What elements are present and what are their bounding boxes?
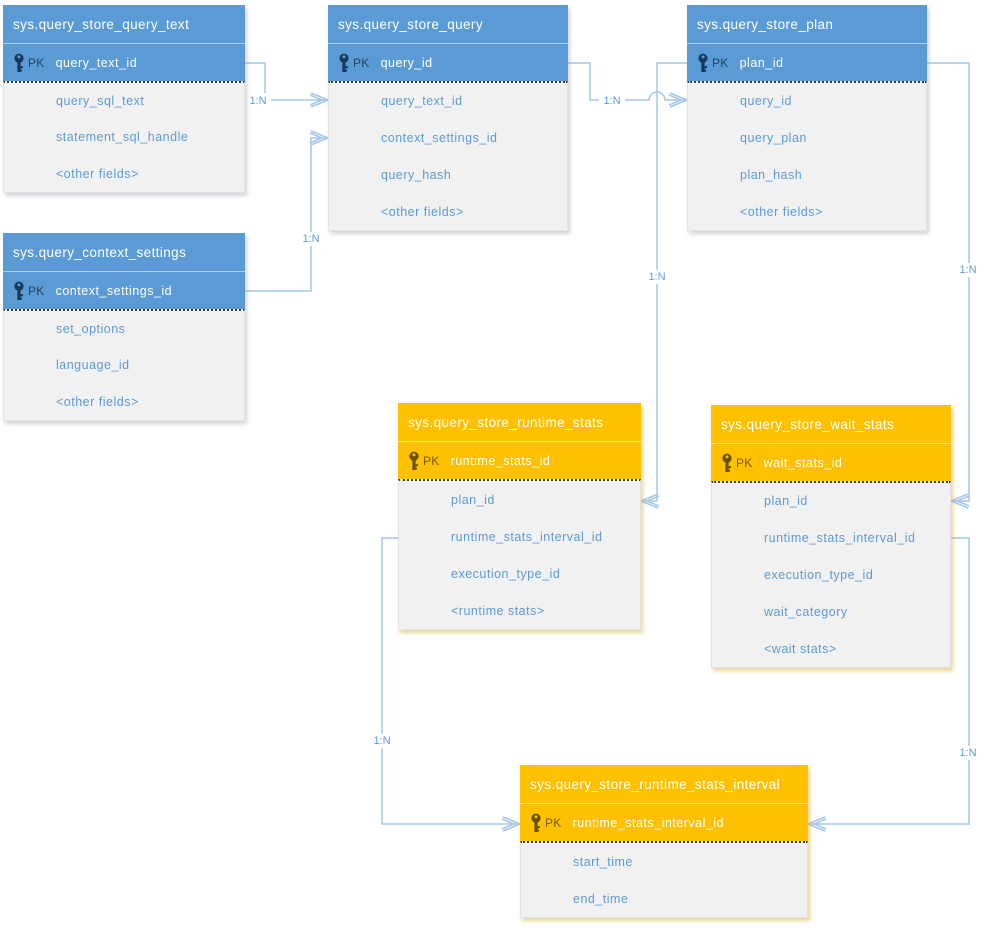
table-title: sys.query_store_runtime_stats (398, 403, 641, 442)
field-row: plan_id (764, 494, 808, 509)
key-icon (409, 451, 419, 470)
table-fields: start_time end_time (520, 841, 808, 918)
field-row: context_settings_id (381, 131, 498, 146)
relationship-cardinality-label: 1:N (648, 271, 665, 283)
pk-field-name: plan_id (739, 55, 784, 70)
arrowhead-icon (949, 493, 970, 509)
pk-row: PK context_settings_id (3, 272, 245, 309)
table-title: sys.query_store_query_text (3, 5, 245, 44)
key-icon (698, 53, 708, 72)
pk-badge: PK (423, 453, 440, 468)
field-row: query_hash (381, 167, 452, 182)
pk-field-name: query_id (380, 55, 433, 70)
pk-badge: PK (28, 55, 45, 70)
key-icon (14, 53, 24, 72)
cardinality-label-bg (298, 232, 324, 246)
pk-badge: PK (353, 55, 370, 70)
relationship-cardinality-label: 1:N (249, 95, 266, 107)
table-title: sys.query_context_settings (3, 233, 245, 272)
pk-row: PK runtime_stats_interval_id (520, 804, 808, 841)
entity-table-query-store-runtime-stats-interval[interactable]: sys.query_store_runtime_stats_interval P… (520, 765, 808, 918)
arrowhead-icon (806, 816, 827, 832)
cardinality-label-bg (955, 263, 981, 277)
pk-field-name: runtime_stats_id (450, 453, 551, 468)
field-row: <other fields> (56, 394, 139, 409)
pk-field-name: runtime_stats_interval_id (572, 815, 725, 830)
table-fields: query_text_id context_settings_id query_… (328, 81, 568, 231)
pk-row: PK runtime_stats_id (398, 442, 641, 479)
pk-row: PK wait_stats_id (711, 444, 951, 481)
field-row: execution_type_id (451, 566, 561, 581)
field-row: <other fields> (740, 204, 823, 219)
pk-badge: PK (545, 815, 562, 830)
connector-query-to-plan[interactable] (568, 62, 687, 101)
field-row: plan_id (451, 492, 495, 507)
key-icon (722, 453, 732, 472)
pk-row: PK plan_id (687, 44, 927, 81)
table-fields: query_id query_plan plan_hash <other fie… (687, 81, 927, 231)
cardinality-label-bg (245, 93, 271, 107)
table-title: sys.query_store_wait_stats (711, 405, 951, 444)
field-row: end_time (573, 891, 629, 906)
connector-context-settings-to-query[interactable] (245, 137, 328, 292)
entity-table-query-context-settings[interactable]: sys.query_context_settings PK context_se… (3, 233, 245, 421)
field-row: statement_sql_handle (56, 130, 189, 145)
pk-row: PK query_id (328, 44, 568, 81)
relationship-cardinality-label: 1:N (603, 95, 620, 107)
field-row: runtime_stats_interval_id (451, 529, 603, 544)
connector-plan-to-wait-stats[interactable] (927, 62, 970, 502)
field-row: <other fields> (381, 204, 464, 219)
pk-row: PK query_text_id (3, 44, 245, 81)
table-fields: plan_id runtime_stats_interval_id execut… (398, 479, 641, 630)
entity-table-query-store-query-text[interactable]: sys.query_store_query_text PK query_text… (3, 5, 245, 193)
pk-badge: PK (736, 455, 753, 470)
table-title: sys.query_store_query (328, 5, 568, 44)
field-row: runtime_stats_interval_id (764, 531, 916, 546)
pk-badge: PK (28, 283, 45, 298)
field-row: execution_type_id (764, 567, 874, 582)
cardinality-label-bg (955, 746, 981, 760)
arrowhead-icon (639, 493, 660, 509)
pk-field-name: wait_stats_id (763, 455, 843, 470)
field-row: language_id (56, 358, 130, 373)
entity-table-query-store-query[interactable]: sys.query_store_query PK query_id query_… (328, 5, 568, 231)
table-fields: query_sql_text statement_sql_handle <oth… (3, 81, 245, 193)
field-row: wait_category (764, 604, 848, 619)
relationship-cardinality-label: 1:N (302, 233, 319, 245)
pk-badge: PK (712, 55, 729, 70)
field-row: query_plan (740, 131, 807, 146)
relationship-cardinality-label: 1:N (373, 735, 390, 747)
entity-table-query-store-plan[interactable]: sys.query_store_plan PK plan_id query_id… (687, 5, 927, 231)
cardinality-label-bg (644, 270, 670, 284)
key-icon (531, 813, 541, 832)
pk-field-name: query_text_id (55, 55, 138, 70)
connector-wait-stats-to-interval[interactable] (808, 537, 970, 825)
field-row: <runtime stats> (451, 603, 545, 618)
table-fields: set_options language_id <other fields> (3, 309, 245, 421)
field-row: start_time (573, 854, 633, 869)
field-row: query_text_id (381, 94, 463, 109)
entity-table-query-store-wait-stats[interactable]: sys.query_store_wait_stats PK wait_stats… (711, 405, 951, 668)
table-title: sys.query_store_plan (687, 5, 927, 44)
relationship-cardinality-label: 1:N (959, 264, 976, 276)
pk-field-name: context_settings_id (55, 283, 173, 298)
field-row: <wait stats> (764, 641, 837, 656)
connector-query-text-to-query[interactable] (245, 62, 328, 101)
field-row: query_id (740, 94, 792, 109)
entity-table-query-store-runtime-stats[interactable]: sys.query_store_runtime_stats PK runtime… (398, 403, 641, 630)
field-row: plan_hash (740, 167, 803, 182)
key-icon (339, 53, 349, 72)
key-icon (14, 281, 24, 300)
field-row: <other fields> (56, 166, 139, 181)
table-title: sys.query_store_runtime_stats_interval (520, 765, 808, 804)
field-row: query_sql_text (56, 94, 145, 109)
cardinality-label-bg (369, 734, 395, 748)
connector-runtime-stats-to-interval[interactable] (381, 537, 520, 825)
relationship-cardinality-label: 1:N (959, 747, 976, 759)
cardinality-label-bg (599, 93, 625, 107)
field-row: set_options (56, 322, 126, 337)
table-fields: plan_id runtime_stats_interval_id execut… (711, 481, 951, 668)
